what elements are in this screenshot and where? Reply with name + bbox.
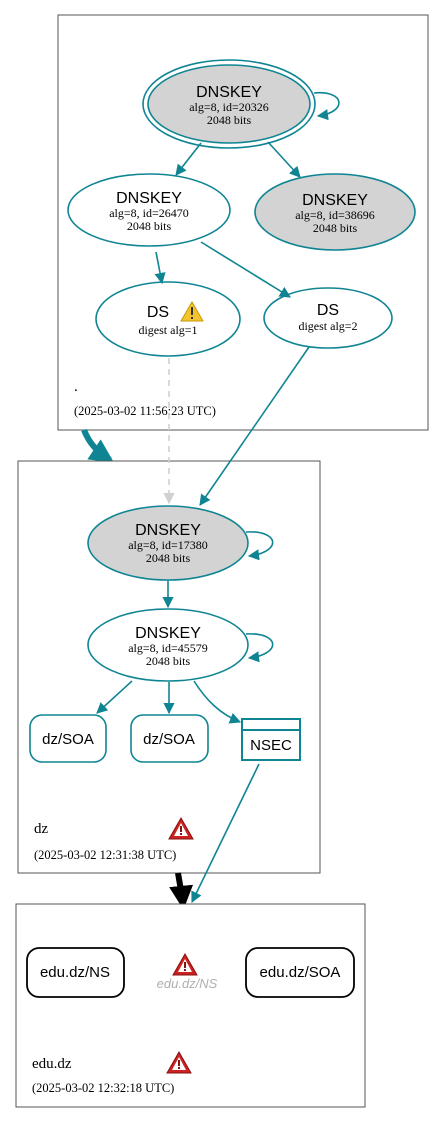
error-icon	[168, 816, 194, 840]
delegation-dz-edu	[169, 872, 194, 910]
dz-soa-node-1[interactable]: dz/SOA	[29, 714, 107, 763]
dz-zsk-selfloop	[245, 633, 274, 663]
edu-soa-node[interactable]: edu.dz/SOA	[245, 947, 355, 998]
edge-rootksk-zsk	[175, 142, 202, 176]
edu-ns-ghost: edu.dz/NS	[157, 952, 218, 991]
root-zsk-title: DNSKEY	[116, 190, 182, 207]
root-ksk-selfloop	[313, 92, 340, 121]
dz-zsk-line1: alg=8, id=45579	[128, 641, 208, 655]
edge-ds2-dzksk	[199, 346, 310, 506]
dz-nsec-node[interactable]: NSEC	[241, 718, 301, 761]
edu-soa-label: edu.dz/SOA	[260, 964, 341, 981]
root-ds2-line1: digest alg=2	[298, 319, 357, 333]
root-zone-name: .	[74, 379, 78, 395]
dz-zsk-line2: 2048 bits	[146, 654, 191, 668]
root-ksk-title: DNSKEY	[196, 84, 262, 101]
root-ds1-node[interactable]: DS digest alg=1	[95, 281, 241, 357]
edge-zsk-ds1	[154, 251, 166, 285]
edge-zsk-nsec	[193, 680, 242, 724]
edu-ns-ghost-label: edu.dz/NS	[157, 976, 218, 991]
edge-zsk-soa1	[96, 680, 133, 714]
dz-nsec-label: NSEC	[250, 737, 292, 754]
root-ds1-title: DS	[147, 304, 169, 321]
edu-timestamp: (2025-03-02 12:32:18 UTC)	[32, 1081, 174, 1095]
dz-zone-name: dz	[34, 821, 49, 837]
delegation-root-dz	[81, 428, 114, 463]
root-key3-line1: alg=8, id=38696	[295, 208, 375, 222]
root-ksk-node[interactable]: DNSKEY alg=8, id=20326 2048 bits	[142, 59, 316, 149]
dz-soa-node-2[interactable]: dz/SOA	[130, 714, 209, 763]
edu-ns-node[interactable]: edu.dz/NS	[26, 947, 125, 998]
error-icon	[172, 952, 198, 976]
root-zsk-node[interactable]: DNSKEY alg=8, id=26470 2048 bits	[67, 173, 231, 247]
root-ksk-line1: alg=8, id=20326	[189, 100, 269, 114]
root-ksk-line2: 2048 bits	[207, 113, 252, 127]
dz-soa-label-2: dz/SOA	[143, 731, 195, 748]
cluster-edu: edu.dz/NS edu.dz/NS edu.dz/SOA edu.dz (2…	[15, 903, 366, 1108]
warning-icon	[180, 301, 204, 322]
dz-ksk-line1: alg=8, id=17380	[128, 538, 208, 552]
dz-ksk-selfloop	[245, 531, 274, 561]
dz-ksk-node[interactable]: DNSKEY alg=8, id=17380 2048 bits	[87, 505, 249, 581]
dz-zsk-title: DNSKEY	[135, 625, 201, 642]
root-ds2-node[interactable]: DS digest alg=2	[263, 287, 393, 349]
dz-timestamp: (2025-03-02 12:31:38 UTC)	[34, 848, 176, 862]
root-timestamp: (2025-03-02 11:56:23 UTC)	[74, 404, 216, 418]
dz-ksk-line2: 2048 bits	[146, 551, 191, 565]
dz-ksk-title: DNSKEY	[135, 522, 201, 539]
root-key3-title: DNSKEY	[302, 192, 368, 209]
root-ds2-title: DS	[317, 302, 339, 319]
edge-zsk-ds2	[200, 241, 291, 298]
edge-rootksk-key3	[267, 141, 301, 178]
dz-zsk-node[interactable]: DNSKEY alg=8, id=45579 2048 bits	[87, 608, 249, 682]
cluster-root: DNSKEY alg=8, id=20326 2048 bits DNSKEY …	[57, 14, 429, 431]
edge-nsec-edu	[191, 763, 260, 904]
root-key3-node[interactable]: DNSKEY alg=8, id=38696 2048 bits	[254, 173, 416, 251]
edu-ns-label: edu.dz/NS	[40, 964, 110, 981]
edu-zone-name: edu.dz	[32, 1056, 72, 1072]
root-ds1-line1: digest alg=1	[138, 323, 197, 337]
root-key3-line2: 2048 bits	[313, 221, 358, 235]
root-zsk-line2: 2048 bits	[127, 219, 172, 233]
dz-soa-label-1: dz/SOA	[42, 731, 94, 748]
cluster-dz: DNSKEY alg=8, id=17380 2048 bits DNSKEY …	[17, 460, 321, 874]
error-icon	[166, 1050, 192, 1074]
root-zsk-line1: alg=8, id=26470	[109, 206, 189, 220]
